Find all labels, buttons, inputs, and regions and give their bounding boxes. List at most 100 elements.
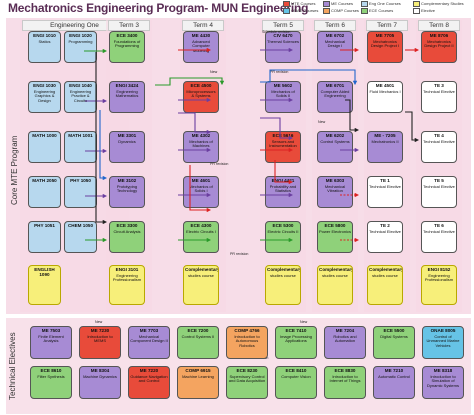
course-box-math1000[interactable]: MATH 1000 <box>28 131 61 163</box>
course-name: Introduction to Internet of Things <box>329 373 361 384</box>
term-column-bg <box>180 20 226 312</box>
course-name: Finite Element Analysis <box>38 333 64 344</box>
course-code: ENGI 4421 <box>271 178 295 183</box>
term-header: Term 8 <box>418 20 460 31</box>
course-code: TE 3 <box>434 83 444 88</box>
course-box-phy1050[interactable]: PHY 1050 <box>64 176 97 208</box>
term-header: Term 7 <box>366 20 408 31</box>
course-name: Introduction to MEMS <box>87 333 113 344</box>
course-name: Mechanics of Machines <box>189 138 213 149</box>
course-box-eng1090[interactable]: ENGLISH 1090 <box>28 265 61 305</box>
course-name: Programming <box>68 38 93 44</box>
course-name: Prototyping Technology <box>116 183 138 194</box>
course-code: ENGI 1040 <box>69 83 92 88</box>
course-code: ECE 5616 <box>272 133 294 138</box>
course-code: ENGLISH 1090 <box>34 267 55 277</box>
revision-tag: New <box>318 120 326 124</box>
legend-label: Complementary Studies <box>421 1 464 7</box>
legend-swatch <box>413 8 420 14</box>
course-code: Complementary <box>319 267 353 272</box>
course-box-chem1050[interactable]: CHEM 1050 <box>64 221 97 253</box>
course-name: studies course <box>188 272 214 278</box>
course-code: ENGI 1030 <box>33 83 56 88</box>
course-name: Foundations of Programming <box>113 38 141 49</box>
course-name: Machine Learning <box>182 373 214 379</box>
course-code: CHEM 1050 <box>67 223 94 228</box>
course-code: ENGI 3424 <box>115 83 139 88</box>
course-code: TE 1 <box>380 178 390 183</box>
course-name: studies course <box>372 272 398 278</box>
course-code: ME 3102 <box>117 178 137 183</box>
course-code: ME 6202 <box>325 133 345 138</box>
legend-item: MTE Courses <box>283 1 315 7</box>
revision-tag: Schedule revision <box>262 30 291 34</box>
course-code: ECE 5500 <box>383 328 405 333</box>
legend-swatch <box>413 1 420 7</box>
course-name: Engineering Graphics & Design <box>33 88 56 103</box>
course-name: Mechatronics Design Project I <box>370 38 400 49</box>
term-column-bg <box>106 20 152 312</box>
course-box-math2050[interactable]: MATH 2050 <box>28 176 61 208</box>
course-box-phy1051[interactable]: PHY 1051 <box>28 221 61 253</box>
legend-label: ECE Courses <box>369 8 394 14</box>
course-code: ECE 8830 <box>334 368 356 373</box>
course-code: ENGI 8152 <box>427 267 451 272</box>
